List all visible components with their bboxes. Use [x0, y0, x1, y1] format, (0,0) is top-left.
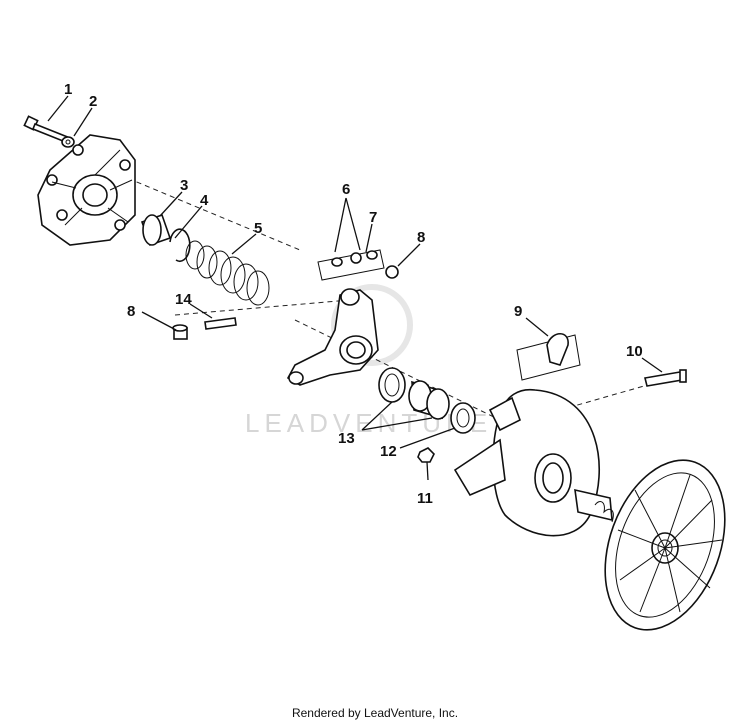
part-4-snap-ring — [169, 228, 191, 262]
footer-credit: Rendered by LeadVenture, Inc. — [291, 706, 459, 720]
part-2-washer — [61, 136, 75, 148]
callout-5: 5 — [254, 220, 262, 237]
callout-1: 1 — [64, 81, 72, 98]
callout-2: 2 — [89, 93, 97, 110]
part-8-bushing-left — [172, 324, 188, 340]
callout-10: 10 — [626, 343, 643, 360]
callout-7: 7 — [369, 209, 377, 226]
callout-12: 12 — [380, 443, 397, 460]
callout-11: 11 — [417, 490, 433, 507]
callout-numbers: 1 2 3 4 5 6 7 8 8 14 9 10 13 12 11 — [64, 81, 643, 507]
part-10-bolt — [644, 369, 687, 387]
part-9-detail — [516, 332, 581, 381]
callout-8-left: 8 — [127, 303, 135, 320]
part-3-bushing — [140, 213, 172, 247]
part-8-bushing-right — [385, 265, 399, 279]
fixed-sheave — [574, 459, 726, 631]
callout-4: 4 — [200, 192, 209, 209]
leader-lines — [47, 95, 663, 481]
parts-6-7-detail — [317, 249, 385, 281]
callout-8-right: 8 — [417, 229, 425, 246]
spider-arm — [286, 288, 379, 386]
callout-9: 9 — [514, 303, 522, 320]
part-14-pin — [204, 317, 237, 330]
cover-plate — [37, 134, 136, 246]
callout-6: 6 — [342, 181, 350, 198]
part-5-spring — [185, 240, 270, 306]
callout-3: 3 — [180, 177, 188, 194]
callout-14: 14 — [175, 291, 192, 308]
callout-13: 13 — [338, 430, 355, 447]
part-13-bushings — [378, 367, 450, 420]
part-12-ring — [450, 402, 476, 434]
part-11-nut — [417, 447, 435, 463]
